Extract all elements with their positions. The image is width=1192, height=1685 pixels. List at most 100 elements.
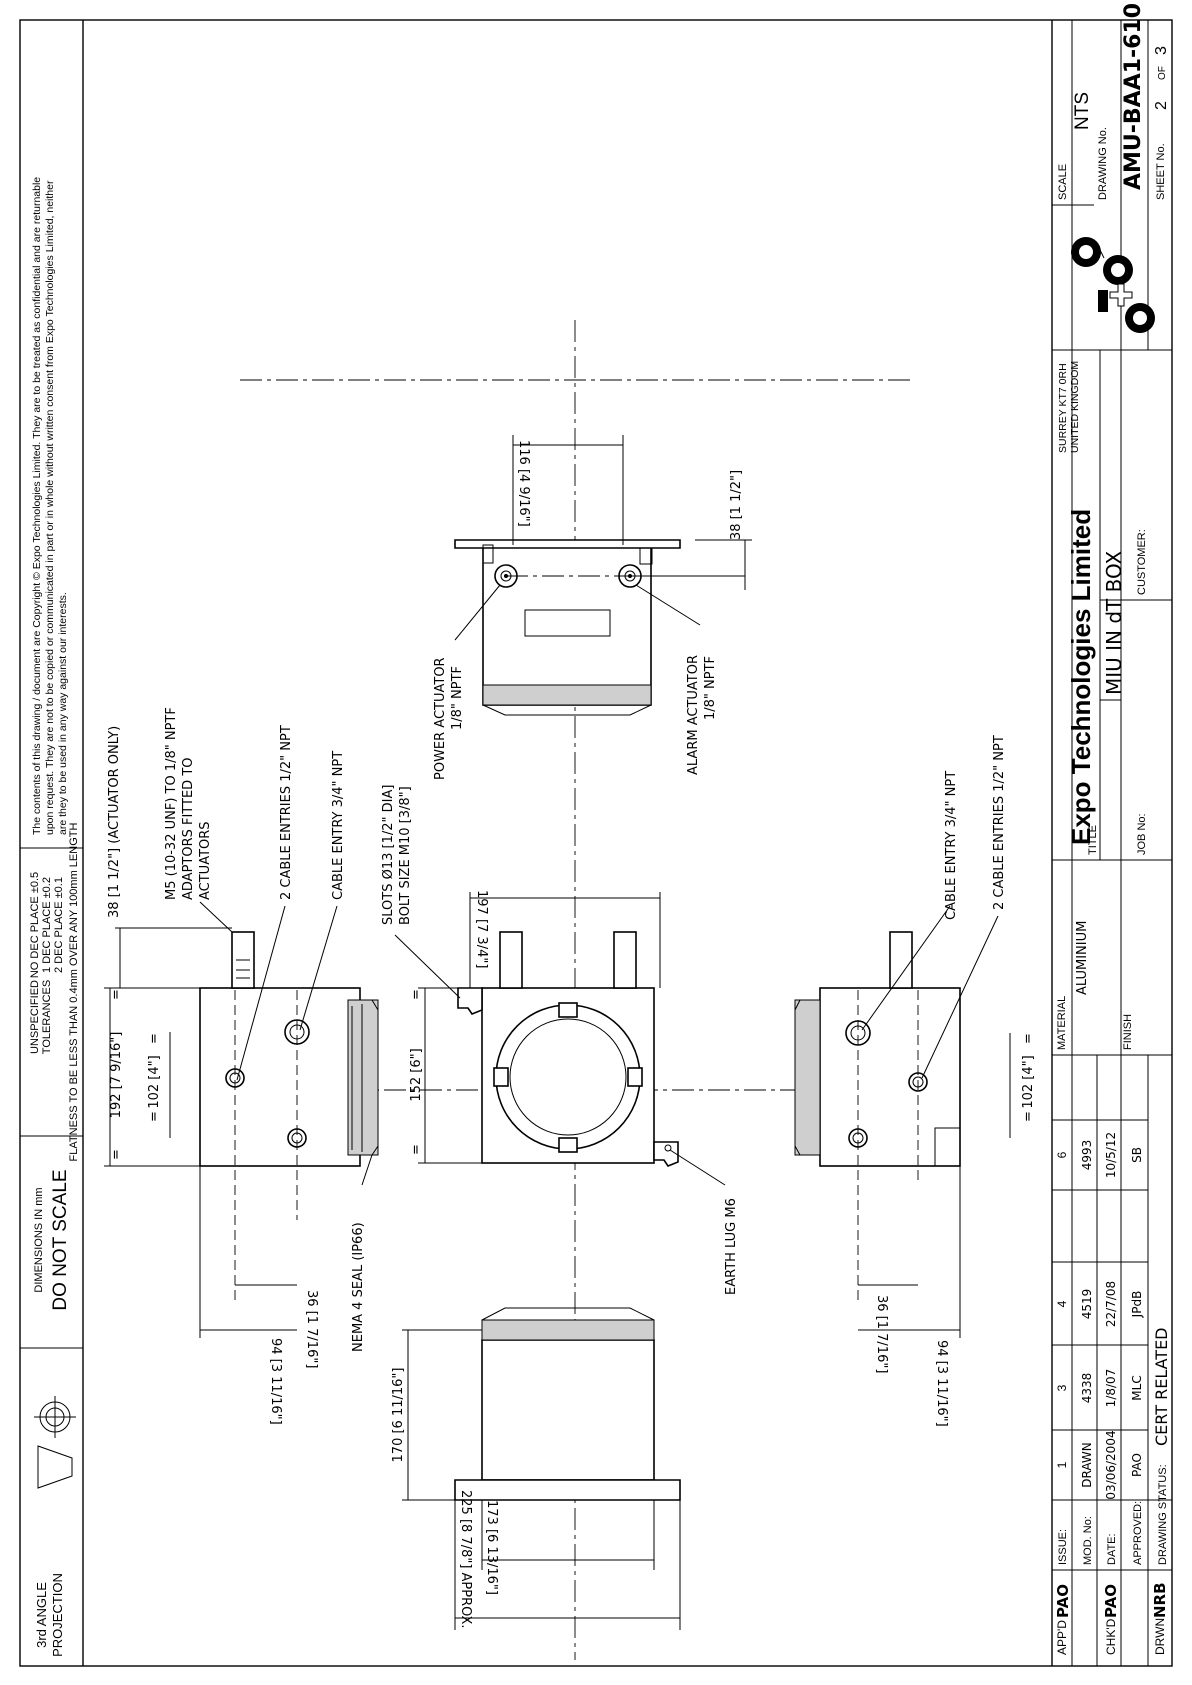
third-angle-projection-symbol [34,1396,76,1489]
svg-text:ALARM ACTUATOR: ALARM ACTUATOR [686,655,701,775]
svg-text:4: 4 [1055,1300,1069,1307]
date-row-label: DATE: [1106,1533,1118,1565]
svg-text:POWER ACTUATOR: POWER ACTUATOR [433,657,448,780]
sheet-of: OF [1157,66,1168,80]
job-no-label: JOB No: [1136,813,1148,855]
outer-border [19,19,1173,1667]
svg-text:94 [3 11/16"]: 94 [3 11/16"] [268,1338,283,1425]
svg-text:152 [6"]: 152 [6"] [409,1048,424,1101]
drawing-title: MIU IN dT BOX [1102,551,1126,695]
projection-label-1: 3rd ANGLE [34,1582,49,1648]
issue-column-4: 4 4519 22/7/08 JPdB [1055,1281,1144,1327]
svg-text:22/7/08: 22/7/08 [1104,1281,1118,1327]
svg-text:116 [4 9/16"]: 116 [4 9/16"] [516,440,531,527]
svg-text:2 CABLE ENTRIES 1/2" NPT: 2 CABLE ENTRIES 1/2" NPT [279,725,294,900]
svg-text:38 [1 1/2"]: 38 [1 1/2"] [729,470,744,540]
do-not-scale: DO NOT SCALE [50,1169,71,1310]
drawing-status-label: DRAWING STATUS: [1157,1464,1169,1565]
title-block: APP'D PAO CHK'D PAO DRWN NRB ISSUE: MOD.… [1052,3,1172,1666]
svg-text:03/06/2004: 03/06/2004 [1104,1430,1118,1499]
svg-text:SB: SB [1130,1147,1144,1163]
copyright-line-1: The contents of this drawing / document … [31,177,43,835]
tolerance-row-3: 2 DEC PLACE ±0.1 [53,877,65,973]
svg-text:197 [7 3/4"]: 197 [7 3/4"] [474,890,489,968]
issue-column-6: 6 4993 10/5/12 SB [1055,1132,1144,1178]
company-address-2: UNITED KINGDOM [1069,361,1081,453]
drwn-label: DRWN [1153,1618,1167,1655]
drwn-initials: NRB [1151,1582,1169,1618]
svg-text:4338: 4338 [1080,1373,1094,1404]
svg-text:NEMA 4 SEAL (IP66): NEMA 4 SEAL (IP66) [351,1222,366,1352]
sheet-number: 2 [1153,101,1170,110]
approved-row-label: APPROVED: [1132,1501,1144,1565]
chkd-label: CHK'D [1104,1618,1118,1655]
svg-text:225 [8 7/8"] APPROX.: 225 [8 7/8"] APPROX. [458,1490,473,1629]
svg-text:=: = [147,1111,162,1122]
sheet-no-label: SHEET No. [1155,143,1167,200]
drawing-no-label: DRAWING No. [1097,127,1109,200]
chkd-initials: PAO [1102,1584,1120,1618]
finish-label: FINISH [1122,1014,1134,1050]
svg-text:102 [4"]: 102 [4"] [1021,1055,1036,1108]
svg-text:36 [1 7/16"]: 36 [1 7/16"] [874,1295,889,1373]
svg-text:38 [1 1/2"] (ACTUATOR ONLY): 38 [1 1/2"] (ACTUATOR ONLY) [107,726,122,918]
svg-text:=: = [147,1033,162,1044]
tolerance-row-2: 1 DEC PLACE ±0.2 [41,877,53,973]
svg-text:173 [6 13/16"]: 173 [6 13/16"] [484,1500,499,1595]
svg-text:=: = [109,989,124,1000]
tolerance-heading: TOLERANCES [41,980,53,1054]
svg-text:=: = [409,989,424,1000]
svg-text:=: = [1021,1111,1036,1122]
issue-row-label: ISSUE: [1057,1529,1069,1565]
scale-label: SCALE [1057,164,1069,200]
svg-text:SLOTS Ø13 [1/2" DIA]: SLOTS Ø13 [1/2" DIA] [381,785,396,925]
title-label: TITLE [1087,825,1099,855]
dimensions-unit: DIMENSIONS IN mm [33,1187,45,1292]
appd-label: APP'D [1055,1620,1069,1655]
copyright-line-2: upon request. They are not to be copied … [44,180,56,835]
copyright-line-3: are they to be used in any way against o… [57,592,69,835]
drawing-number: AMU-BAA1-610 [1121,3,1146,190]
svg-text:1/8" NPTF: 1/8" NPTF [450,666,465,730]
flatness-note: FLATNESS TO BE LESS THAN 0.4mm OVER ANY … [68,823,80,1162]
projection-label-2: PROJECTION [50,1573,65,1657]
material-value: ALUMINIUM [1075,921,1090,995]
scale-value: NTS [1072,92,1093,130]
svg-text:CABLE ENTRY 3/4" NPT: CABLE ENTRY 3/4" NPT [331,751,346,900]
svg-text:4993: 4993 [1080,1140,1094,1171]
svg-text:102 [4"]: 102 [4"] [147,1055,162,1108]
svg-text:36 [1 7/16"]: 36 [1 7/16"] [304,1290,319,1368]
mod-row-label: MOD. No: [1082,1516,1094,1565]
svg-text:2 CABLE ENTRIES 1/2" NPT: 2 CABLE ENTRIES 1/2" NPT [992,735,1007,910]
issue-column-3: 3 4338 1/8/07 MLC [1055,1369,1144,1408]
rear-view: POWER ACTUATOR 1/8" NPTF ALARM ACTUATOR … [433,435,752,780]
drawing-status-value: CERT RELATED [1152,1327,1171,1446]
svg-text:BOLT SIZE M10 [3/8"]: BOLT SIZE M10 [3/8"] [398,786,413,925]
svg-text:1: 1 [1055,1461,1069,1468]
svg-text:=: = [409,1144,424,1155]
sheet-total: 3 [1153,46,1170,55]
material-label: MATERIAL [1056,996,1068,1050]
svg-text:4519: 4519 [1080,1289,1094,1320]
svg-text:MLC: MLC [1130,1375,1144,1400]
svg-text:94 [3 11/16"]: 94 [3 11/16"] [934,1340,949,1427]
svg-text:CABLE ENTRY 3/4" NPT: CABLE ENTRY 3/4" NPT [944,771,959,920]
svg-text:1/8" NPTF: 1/8" NPTF [703,656,718,720]
tolerance-row-1: NO DEC PLACE ±0.5 [29,872,41,978]
issue-column-1: 1 DRAWN 03/06/2004 PAO [1055,1430,1144,1499]
expo-logo [1071,237,1155,333]
svg-text:JPdB: JPdB [1130,1291,1144,1319]
svg-text:M5 (10-32 UNF) TO 1/8" NPTF: M5 (10-32 UNF) TO 1/8" NPTF [164,707,179,900]
svg-text:=: = [109,1149,124,1160]
bottom-side-view: 102 [4"] = = CABLE ENTRY 3/4" NPT 2 CABL… [794,735,1036,1427]
svg-text:ACTUATORS: ACTUATORS [198,821,213,900]
tolerance-unspecified: UNSPECIFIED [29,980,41,1054]
notes-strip: 3rd ANGLE PROJECTION DIMENSIONS IN mm DO… [20,177,83,1657]
top-side-view: 192 [7 9/16"] = = 102 [4"] = = 38 [1 1/2… [104,707,379,1425]
svg-text:192 [7 9/16"]: 192 [7 9/16"] [109,1032,124,1119]
lower-end-view: 170 [6 11/16"] 173 [6 13/16"] 225 [8 7/8… [391,1307,681,1630]
svg-text:1/8/07: 1/8/07 [1104,1369,1118,1408]
front-view: 152 [6"] = = 197 [7 3/4"] SLOTS Ø13 [1/2… [381,785,739,1295]
svg-text:=: = [1021,1033,1036,1044]
